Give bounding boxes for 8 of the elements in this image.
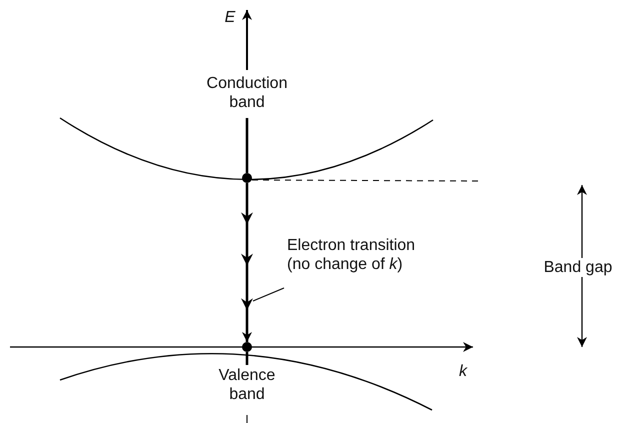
- point-dot: [242, 173, 252, 183]
- band-label: Conduction band: [206, 74, 288, 112]
- transition-arrow: [241, 183, 253, 342]
- axis-label: k: [458, 362, 468, 381]
- point-dot: [242, 342, 252, 352]
- leader-line: [252, 288, 284, 302]
- annotation-text: Electron transition (no change of k): [287, 236, 437, 274]
- axis-label: E: [224, 8, 236, 27]
